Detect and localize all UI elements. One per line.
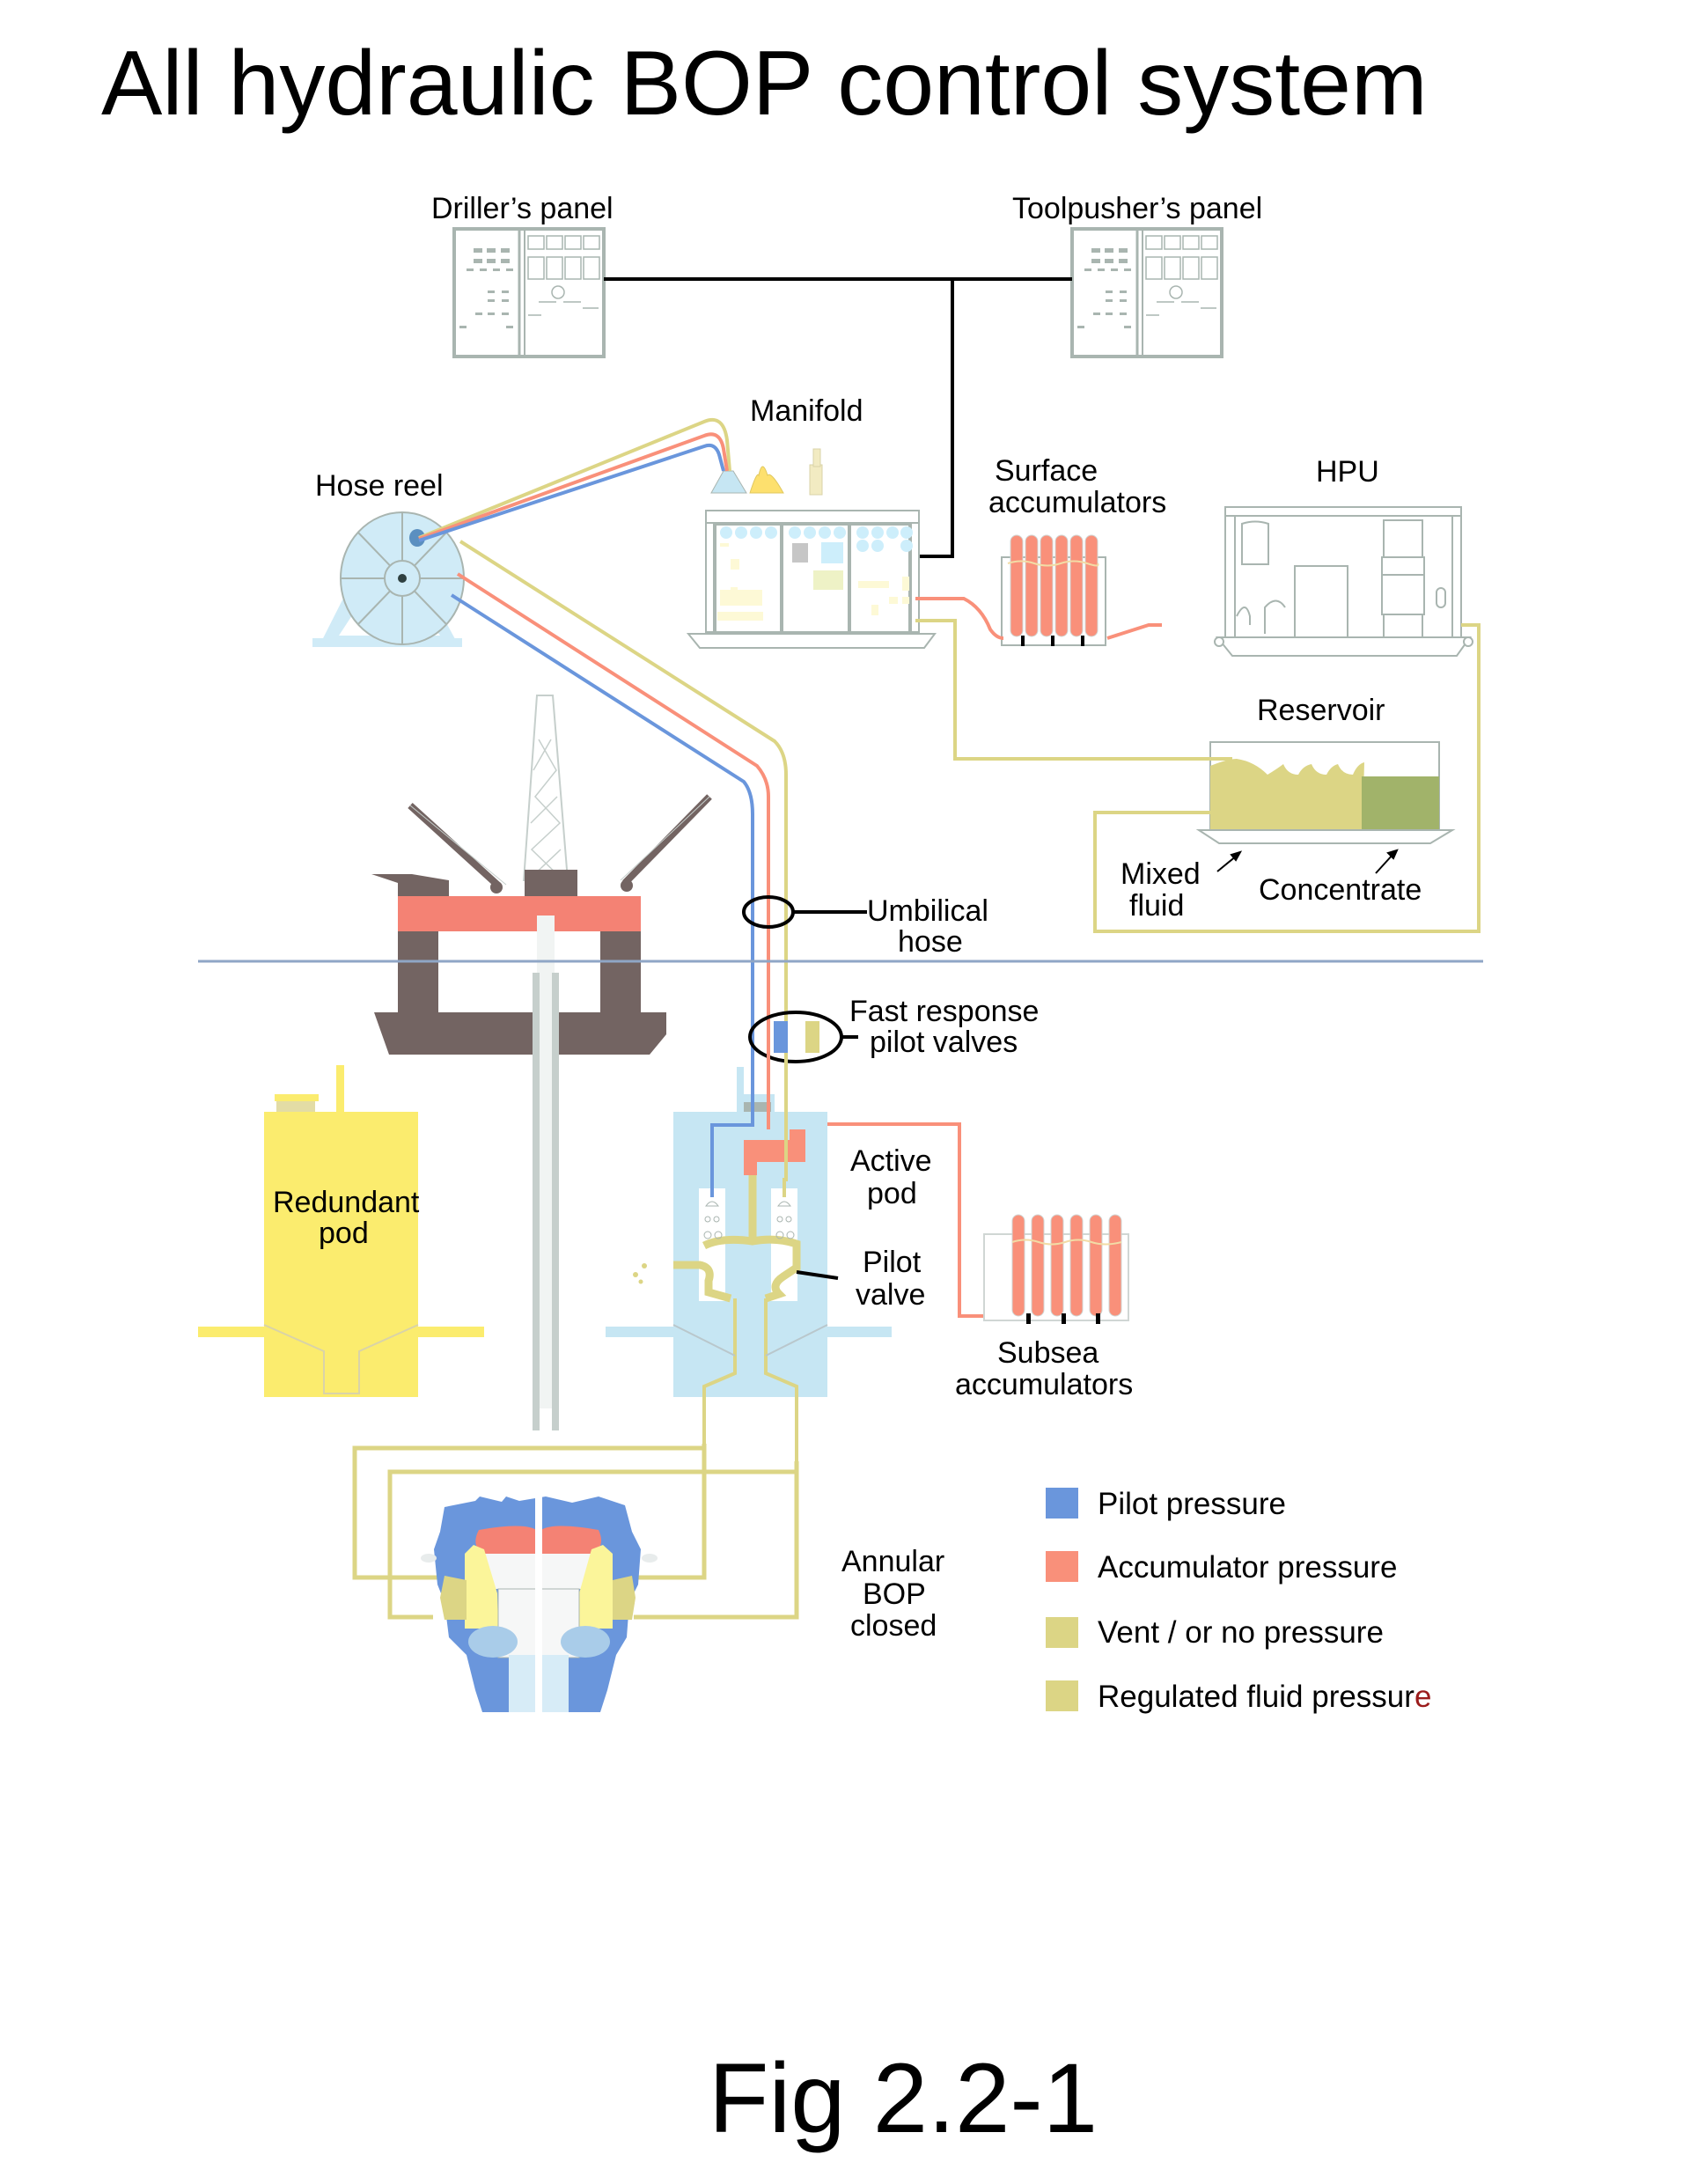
legend-label-tail: e <box>1414 1680 1431 1714</box>
legend-label: Pilot pressure <box>1098 1487 1286 1521</box>
redundant-pod-label-1: Redundant <box>273 1186 420 1219</box>
legend: Pilot pressure Accumulator pressure Vent… <box>1046 1487 1431 1714</box>
drillers-panel <box>452 227 606 358</box>
manifold <box>686 448 937 649</box>
surface-accumulator-lines <box>915 597 1162 640</box>
legend-item: Accumulator pressure <box>1046 1550 1397 1585</box>
fast-response-pilot-valve-blue <box>774 1021 788 1053</box>
legend-label: Accumulator pressure <box>1098 1550 1397 1585</box>
redundant-pod-label-2: pod <box>319 1217 369 1250</box>
reservoir-label: Reservoir <box>1257 694 1385 727</box>
active-pod-label-1: Active <box>850 1144 932 1178</box>
figure-caption: Fig 2.2-1 <box>709 2043 1098 2153</box>
surface-vent-lines <box>915 619 1481 933</box>
control-cable <box>604 277 1072 558</box>
surface-accumulators-label-1: Surface <box>995 454 1098 488</box>
pilot-valve-leader <box>796 1270 839 1280</box>
pilot-valves-marker <box>748 1011 843 1063</box>
umbilical-upper-hoses <box>418 417 731 542</box>
bop-control-lines <box>352 1444 799 1620</box>
legend-swatch-regulated <box>1046 1680 1078 1711</box>
legend-item: Pilot pressure <box>1046 1487 1286 1521</box>
hose-reel-label: Hose reel <box>315 469 444 503</box>
umbilical-hose-lines <box>450 540 788 1109</box>
mixed-fluid-arrow <box>1216 850 1243 872</box>
annular-bop <box>421 1496 658 1712</box>
concentrate-label: Concentrate <box>1259 873 1422 907</box>
diagram-title: All hydraulic BOP control system <box>101 33 1428 135</box>
subsea-accumulators-label-2: accumulators <box>955 1368 1133 1401</box>
annular-bop-label-1: Annular <box>841 1545 944 1578</box>
fast-response-label-2: pilot valves <box>870 1026 1018 1059</box>
surface-accumulators <box>1001 534 1106 646</box>
subsea-accumulators <box>983 1214 1129 1324</box>
legend-swatch-pilot <box>1046 1488 1078 1519</box>
legend-label-main: Regulated fluid pressur <box>1098 1680 1414 1714</box>
legend-item: Vent / or no pressure <box>1046 1615 1384 1650</box>
concentrate-arrow <box>1375 849 1399 874</box>
active-pod <box>606 1067 892 1461</box>
reservoir <box>1195 741 1456 844</box>
drilling-rig <box>371 695 712 1430</box>
drillers-panel-label: Driller’s panel <box>431 192 614 225</box>
fast-response-label-1: Fast response <box>849 995 1039 1028</box>
legend-swatch-accumulator <box>1046 1551 1078 1582</box>
subsea-accumulators-label-1: Subsea <box>997 1336 1098 1370</box>
hpu <box>1214 506 1473 657</box>
legend-item: Regulated fluid pressure <box>1046 1680 1431 1714</box>
hose-reel <box>312 511 465 647</box>
mixed-fluid-label-1: Mixed <box>1121 857 1201 891</box>
toolpushers-panel <box>1070 227 1223 358</box>
redundant-pod <box>198 1065 484 1397</box>
active-pod-label-2: pod <box>867 1177 917 1210</box>
fast-response-pilot-valve-yellow <box>805 1021 819 1053</box>
umbilical-hose-label-1: Umbilical <box>867 894 988 928</box>
legend-label: Vent / or no pressure <box>1098 1615 1384 1650</box>
pod-lines <box>710 1053 1003 1318</box>
manifold-label: Manifold <box>750 394 863 428</box>
legend-swatch-vent <box>1046 1617 1078 1648</box>
annular-bop-label-2: BOP <box>863 1577 926 1611</box>
umbilical-hose-label-2: hose <box>898 925 963 959</box>
surface-accumulators-label-2: accumulators <box>988 486 1166 519</box>
annular-bop-label-3: closed <box>850 1609 937 1643</box>
mixed-fluid-label-2: fluid <box>1129 889 1184 923</box>
toolpushers-panel-label: Toolpusher’s panel <box>1012 192 1262 225</box>
pilot-valve-label-1: Pilot <box>863 1246 922 1279</box>
pilot-valve-label-2: valve <box>856 1278 925 1312</box>
hpu-label: HPU <box>1316 455 1379 489</box>
legend-label: Regulated fluid pressure <box>1098 1680 1431 1714</box>
